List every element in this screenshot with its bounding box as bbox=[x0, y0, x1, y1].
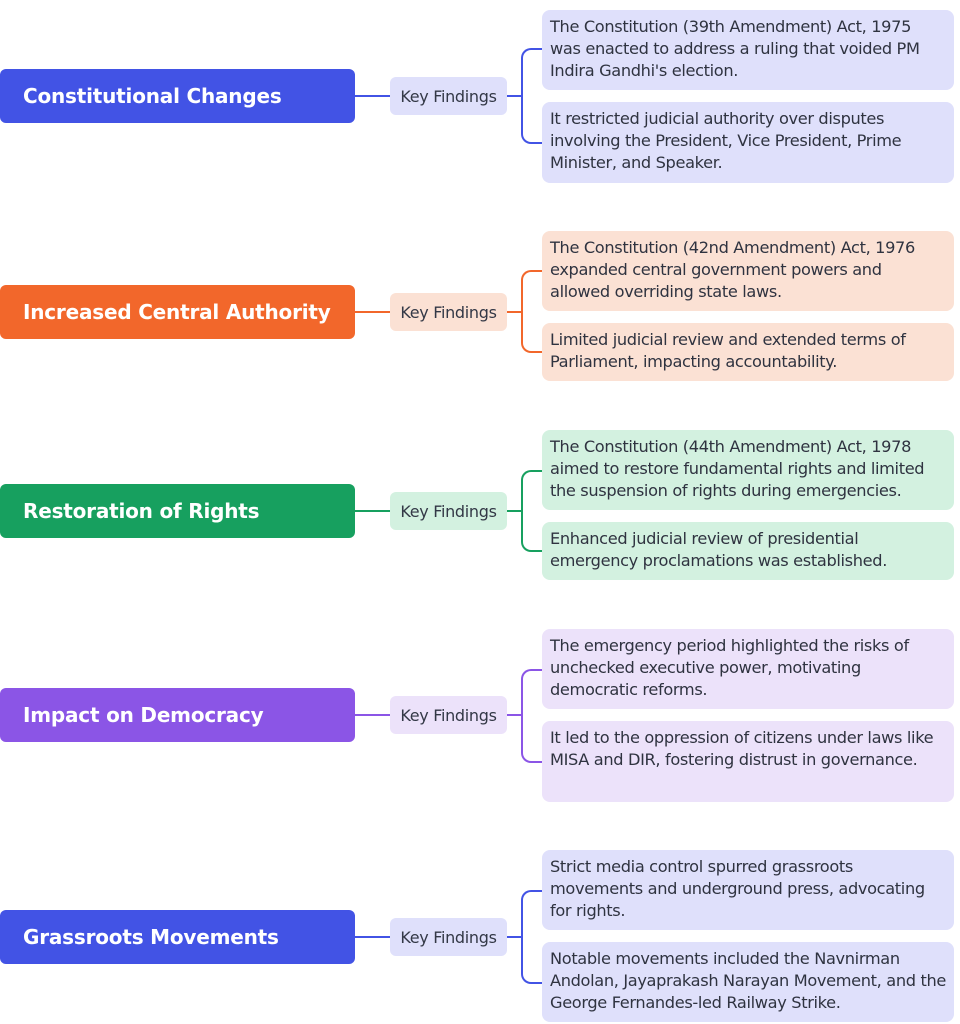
key-findings-node[interactable]: Key Findings bbox=[390, 77, 507, 115]
detail-node[interactable]: It restricted judicial authority over di… bbox=[542, 102, 954, 183]
connector-line bbox=[507, 311, 522, 313]
connector-line bbox=[507, 95, 522, 97]
key-findings-node[interactable]: Key Findings bbox=[390, 492, 507, 530]
detail-node[interactable]: It led to the oppression of citizens und… bbox=[542, 721, 954, 802]
branch-bracket bbox=[521, 270, 543, 353]
detail-node[interactable]: The emergency period highlighted the ris… bbox=[542, 629, 954, 709]
detail-node[interactable]: Enhanced judicial review of presidential… bbox=[542, 522, 954, 580]
detail-node[interactable]: The Constitution (42nd Amendment) Act, 1… bbox=[542, 231, 954, 311]
key-findings-node[interactable]: Key Findings bbox=[390, 696, 507, 734]
connector-line bbox=[355, 311, 391, 313]
detail-node[interactable]: Notable movements included the Navnirman… bbox=[542, 942, 954, 1022]
detail-node[interactable]: Strict media control spurred grassroots … bbox=[542, 850, 954, 930]
topic-node[interactable]: Impact on Democracy bbox=[0, 688, 355, 742]
topic-node[interactable]: Increased Central Authority bbox=[0, 285, 355, 339]
key-findings-node[interactable]: Key Findings bbox=[390, 918, 507, 956]
branch-bracket bbox=[521, 669, 543, 763]
key-findings-node[interactable]: Key Findings bbox=[390, 293, 507, 331]
connector-line bbox=[355, 936, 391, 938]
topic-node[interactable]: Grassroots Movements bbox=[0, 910, 355, 964]
branch-bracket bbox=[521, 890, 543, 984]
connector-line bbox=[355, 510, 391, 512]
detail-node[interactable]: Limited judicial review and extended ter… bbox=[542, 323, 954, 381]
branch-bracket bbox=[521, 470, 543, 552]
connector-line bbox=[507, 936, 522, 938]
branch-bracket bbox=[521, 48, 543, 144]
detail-node[interactable]: The Constitution (39th Amendment) Act, 1… bbox=[542, 10, 954, 90]
topic-node[interactable]: Restoration of Rights bbox=[0, 484, 355, 538]
connector-line bbox=[355, 714, 391, 716]
topic-node[interactable]: Constitutional Changes bbox=[0, 69, 355, 123]
detail-node[interactable]: The Constitution (44th Amendment) Act, 1… bbox=[542, 430, 954, 510]
connector-line bbox=[507, 510, 522, 512]
connector-line bbox=[355, 95, 391, 97]
connector-line bbox=[507, 714, 522, 716]
